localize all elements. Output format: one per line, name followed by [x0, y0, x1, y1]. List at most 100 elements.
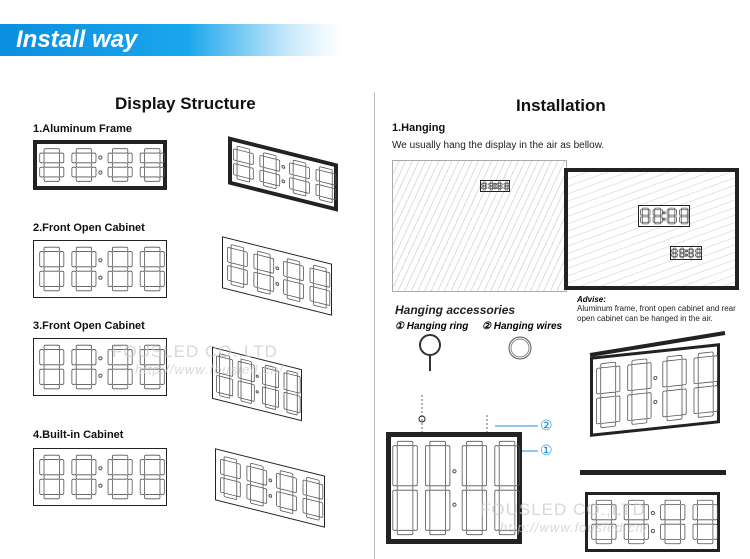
digit — [693, 351, 718, 418]
front-open-cabinet-2-front-view — [33, 338, 167, 396]
hanging-wires-label: ② Hanging wires — [482, 321, 563, 332]
front-open-cabinet-front-view — [33, 240, 167, 298]
watermark-company-2: FOUSLED CO.,LTD — [480, 500, 646, 519]
digit — [591, 499, 617, 545]
watermark-url-2: http://www.fousled.cn/ — [500, 520, 649, 535]
display-frame — [33, 448, 167, 506]
display-frame — [585, 492, 720, 552]
digit — [139, 148, 165, 182]
digit — [392, 440, 418, 536]
inset-display-small — [670, 246, 702, 260]
display-frame — [33, 240, 167, 298]
display-frame — [386, 432, 522, 544]
digit — [678, 247, 686, 259]
watermark-company: FOUSLED CO.,LTD — [112, 342, 278, 361]
digit — [107, 344, 133, 390]
hanging-display-large — [386, 432, 522, 544]
colon-dot — [653, 399, 658, 405]
hanging-scene-illustration — [392, 160, 567, 292]
digit — [237, 358, 255, 404]
digit — [276, 470, 297, 514]
scene-display — [480, 180, 510, 192]
colon-dot — [268, 494, 273, 498]
divider — [374, 92, 375, 559]
banner-title: Install way — [16, 26, 138, 53]
display-frame — [212, 346, 302, 422]
digit — [39, 246, 65, 292]
install-way-banner: Install way — [0, 24, 340, 56]
digit — [503, 181, 510, 191]
digit — [671, 247, 678, 259]
colon-dot — [281, 179, 286, 184]
type-label-front-open-cabinet: 2.Front Open Cabinet — [33, 222, 145, 234]
colon-dot — [98, 356, 103, 361]
digit — [107, 454, 133, 500]
colon-dot — [684, 253, 688, 257]
colon-dot — [493, 182, 497, 186]
colon-dot — [650, 510, 656, 516]
digit — [71, 246, 97, 292]
display-frame — [222, 236, 332, 316]
type-label-built-in-cabinet: 4.Built-in Cabinet — [33, 429, 124, 441]
colon-dot — [98, 170, 103, 175]
hanging-ring-label: ① Hanging ring — [395, 321, 469, 332]
display-frame — [228, 136, 338, 212]
colon-dot — [662, 211, 666, 215]
hanging-display-right-1 — [590, 343, 720, 437]
digit — [309, 264, 331, 309]
digit — [494, 440, 520, 536]
colon-dot — [98, 275, 103, 280]
digit — [283, 258, 304, 302]
digit — [39, 148, 65, 182]
colon-dot — [98, 483, 103, 488]
colon-dot — [653, 375, 658, 381]
digit — [640, 207, 651, 225]
installation-title: Installation — [516, 96, 606, 115]
digit — [107, 148, 133, 182]
display-frame — [480, 180, 510, 192]
built-in-cabinet-front-view — [33, 448, 167, 506]
digit — [496, 181, 503, 191]
digit — [139, 344, 165, 390]
digit — [302, 476, 324, 521]
colon-dot — [98, 373, 103, 378]
digit — [679, 207, 690, 225]
digit — [262, 364, 279, 410]
marker-ring: ① — [540, 442, 553, 458]
display-frame — [638, 205, 690, 227]
inset-display — [638, 205, 690, 227]
digit — [687, 247, 695, 259]
colon-dot — [255, 390, 259, 394]
digit — [39, 454, 65, 500]
hanging-display-right-2 — [585, 492, 720, 552]
type-label-aluminum-frame: 1.Aluminum Frame — [33, 123, 133, 135]
digit — [71, 344, 97, 390]
display-frame — [590, 343, 720, 437]
digit — [246, 462, 268, 507]
front-open-cabinet-2-perspective — [212, 346, 302, 422]
digit — [481, 181, 488, 191]
digit — [71, 148, 97, 182]
display-frame — [33, 140, 167, 190]
advise-text: Aluminum frame, front open cabinet and r… — [577, 304, 736, 323]
built-in-cabinet-perspective — [215, 448, 325, 528]
digit — [139, 246, 165, 292]
digit — [220, 456, 241, 500]
digit — [623, 499, 649, 545]
colon-dot — [98, 258, 103, 263]
colon-dot — [684, 249, 688, 253]
digit — [425, 440, 451, 536]
watermark-url: http://www.fousled.cn/ — [135, 362, 284, 377]
aluminum-frame-front-view — [33, 140, 167, 190]
hanging-description: We usually hang the display in the air a… — [392, 140, 605, 151]
digit — [692, 499, 718, 545]
colon-dot — [268, 478, 273, 483]
colon-dot — [493, 186, 497, 190]
digit — [695, 247, 702, 259]
digit — [39, 344, 65, 390]
advise-title: Advise: — [577, 295, 606, 304]
aluminum-frame-perspective — [228, 136, 338, 212]
digit — [283, 370, 301, 416]
scene-inset-illustration — [564, 168, 739, 290]
